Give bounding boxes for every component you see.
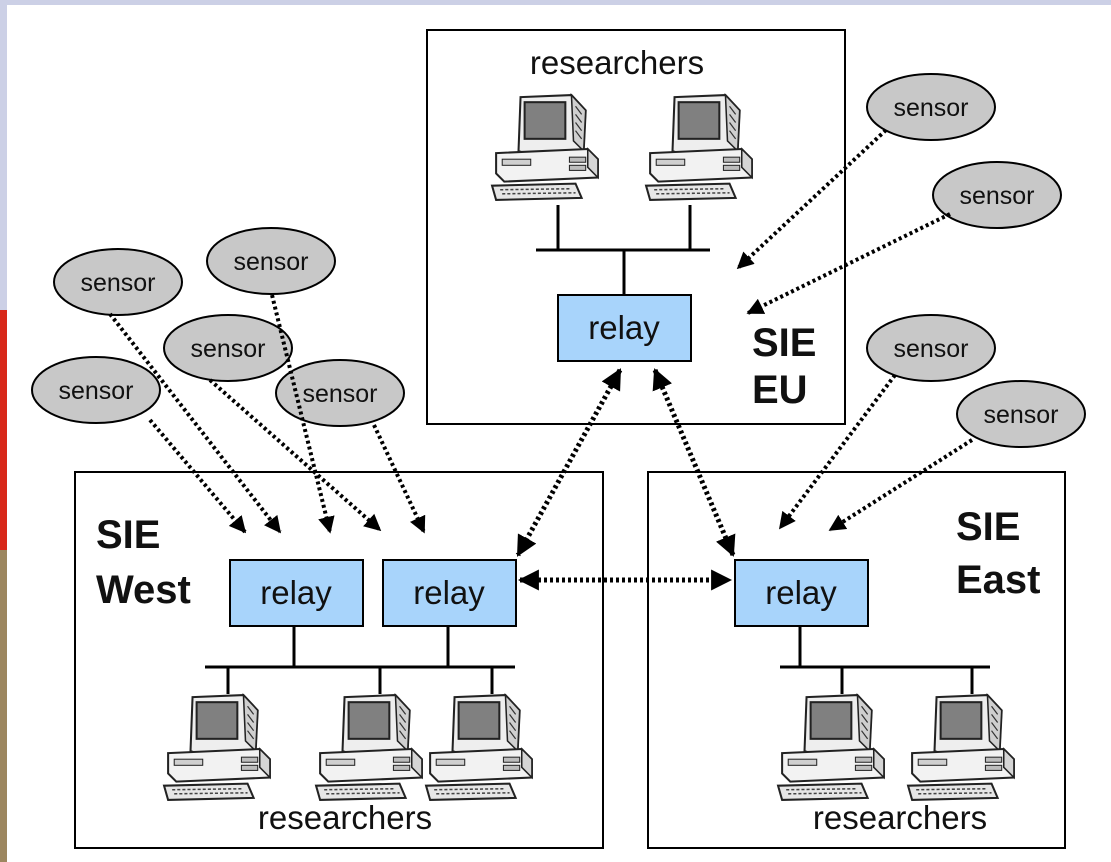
desktop-computer-icon [425, 694, 533, 801]
sensor-node [31, 356, 161, 424]
lan-lines [205, 205, 990, 694]
sie-east-region [647, 471, 1066, 849]
sensor-node [956, 380, 1086, 448]
sie-eu-region [426, 29, 846, 425]
region-label-sie: SIE [752, 321, 816, 365]
relay-label: relay [588, 309, 660, 346]
sie-west-region [74, 471, 604, 849]
researchers-label-east: researchers [813, 799, 987, 836]
desktop-computer-icon [645, 94, 753, 201]
sensor-label: sensor [190, 335, 265, 363]
computers [163, 94, 1015, 801]
sensor-label: sensor [959, 182, 1034, 210]
researchers-label-eu: researchers [530, 44, 704, 81]
region-label-sie: SIE [96, 513, 160, 557]
sensor-feeds [108, 128, 974, 534]
relay-west-2 [382, 559, 517, 627]
relay-label: relay [765, 574, 837, 611]
region-label-west: West [96, 568, 191, 612]
relay-eu [557, 294, 692, 362]
sensor-node [275, 359, 405, 427]
sensor-node [932, 161, 1062, 229]
relay-links [515, 368, 736, 591]
desktop-computer-icon [163, 694, 271, 801]
sensor-node [866, 73, 996, 141]
sensor-label: sensor [893, 335, 968, 363]
desktop-computer-icon [315, 694, 423, 801]
sensor-label: sensor [58, 377, 133, 405]
sensor-label: sensor [233, 248, 308, 276]
desktop-computer-icon [491, 94, 599, 201]
sensor-label: sensor [80, 269, 155, 297]
region-label-eu: EU [752, 368, 808, 412]
sensor-label: sensor [983, 401, 1058, 429]
sensor-node [53, 248, 183, 316]
region-label-sie: SIE [956, 505, 1020, 549]
sensors [31, 73, 1086, 448]
sensor-node [163, 314, 293, 382]
relay-west-1 [229, 559, 364, 627]
sensor-node [866, 314, 996, 382]
sensor-node [206, 227, 336, 295]
researchers-label-west: researchers [258, 799, 432, 836]
relay-label: relay [413, 574, 485, 611]
desktop-computer-icon [907, 694, 1015, 801]
region-label-east: East [956, 558, 1041, 602]
sensor-label: sensor [302, 380, 377, 408]
relay-label: relay [260, 574, 332, 611]
desktop-computer-icon [777, 694, 885, 801]
sensor-label: sensor [893, 94, 968, 122]
relay-east [734, 559, 869, 627]
relays [229, 294, 869, 627]
